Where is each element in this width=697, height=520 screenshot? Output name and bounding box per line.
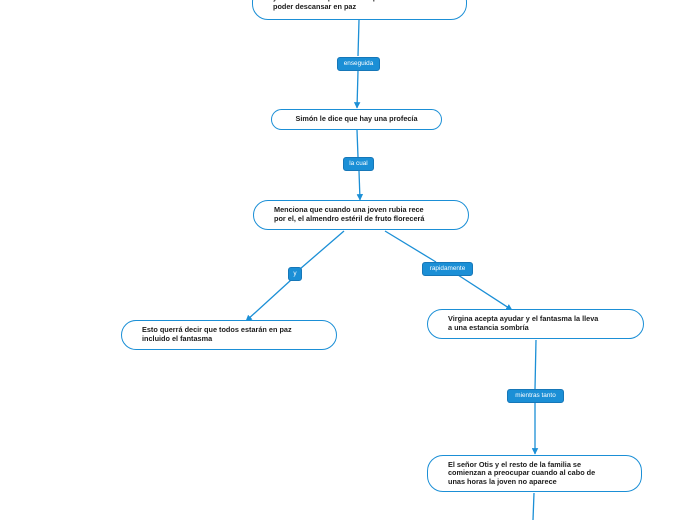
- node-text: y se da cuenta que lo único que el anhel…: [273, 0, 427, 11]
- connector-line: [357, 19, 360, 57]
- link-label[interactable]: y: [288, 267, 302, 281]
- node-text: El señor Otis y el resto de la familia s…: [448, 459, 596, 486]
- connector-arrow: [457, 274, 513, 311]
- link-label[interactable]: la cual: [343, 157, 374, 171]
- concept-node[interactable]: El señor Otis y el resto de la familia s…: [427, 455, 642, 492]
- concept-node[interactable]: Simón le dice que hay una profecía: [271, 109, 442, 130]
- link-label[interactable]: rapidamente: [422, 262, 473, 276]
- connector-arrow: [353, 70, 361, 109]
- node-text: Esto querrá decir que todos estarán en p…: [142, 325, 292, 343]
- connector-line: [299, 230, 345, 270]
- concept-node[interactable]: Esto querrá decir que todos estarán en p…: [121, 320, 337, 350]
- concept-node[interactable]: Menciona que cuando una joven rubia rece…: [253, 200, 469, 230]
- connector-line: [534, 339, 537, 390]
- link-label[interactable]: mientras tanto: [507, 389, 564, 403]
- connector-line: [384, 230, 437, 263]
- node-text: Virgina acepta ayudar y el fantasma la l…: [448, 314, 599, 332]
- concept-node[interactable]: Virgina acepta ayudar y el fantasma la l…: [427, 309, 644, 339]
- node-text: Menciona que cuando una joven rubia rece…: [274, 205, 425, 223]
- connector-line: [532, 492, 535, 520]
- node-text: Simón le dice que hay una profecía: [295, 114, 418, 124]
- link-label[interactable]: enseguida: [337, 57, 380, 71]
- connector-arrow: [356, 170, 364, 201]
- connector-arrow: [245, 279, 292, 322]
- connector-line: [356, 129, 359, 158]
- concept-node[interactable]: y se da cuenta que lo único que el anhel…: [252, 0, 467, 20]
